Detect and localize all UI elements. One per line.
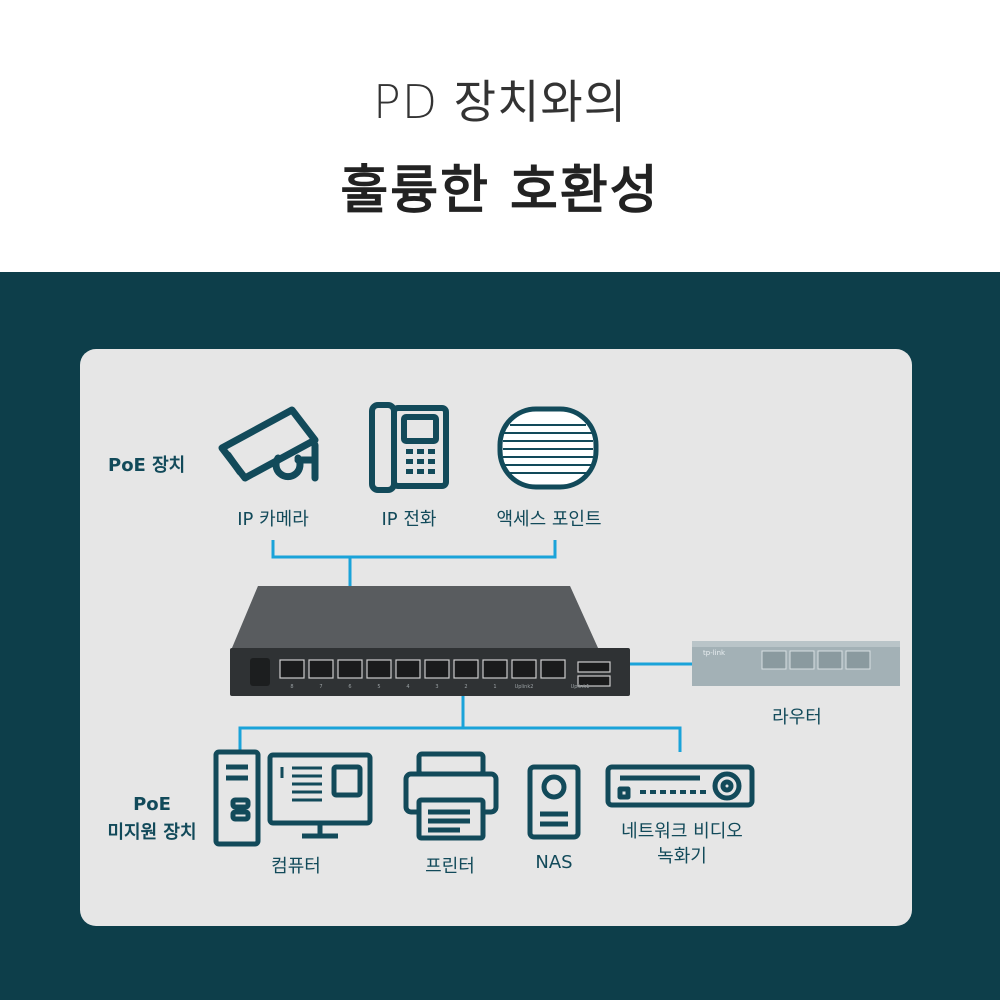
nas-label: NAS bbox=[535, 852, 573, 873]
non-poe-label-line-1: PoE bbox=[133, 794, 171, 815]
port-label-8: 8 bbox=[290, 684, 293, 690]
nvr-icon bbox=[605, 764, 755, 808]
nas-icon bbox=[527, 764, 581, 840]
nvr-label-line-1: 네트워크 비디오 bbox=[621, 821, 743, 842]
computer-icon bbox=[213, 749, 373, 847]
ip-camera-label: IP 카메라 bbox=[237, 509, 309, 530]
port-label-2: 2 bbox=[464, 684, 467, 690]
port-label-uplink1: Uplink1 bbox=[571, 684, 590, 690]
port-label-uplink2: Uplink2 bbox=[515, 684, 534, 690]
printer-icon bbox=[403, 751, 499, 841]
ip-camera-icon bbox=[218, 406, 319, 482]
port-label-1: 1 bbox=[493, 684, 496, 690]
switch-ports bbox=[279, 659, 611, 687]
port-label-7: 7 bbox=[319, 684, 322, 690]
computer-label: 컴퓨터 bbox=[271, 856, 321, 877]
port-label-5: 5 bbox=[377, 684, 380, 690]
non-poe-bus-line bbox=[238, 726, 682, 752]
nvr-label-line-2: 녹화기 bbox=[657, 846, 707, 867]
poe-bus-line bbox=[271, 540, 557, 559]
access-point-label: 액세스 포인트 bbox=[496, 509, 602, 530]
poe-switch: 8 7 6 5 4 3 2 1 Uplink2 Uplink1 bbox=[230, 586, 630, 696]
nvr-indicator-dots bbox=[640, 790, 706, 794]
title-line-2: 훌륭한 호환성 bbox=[340, 161, 660, 221]
port-label-3: 3 bbox=[435, 684, 438, 690]
header: PD 장치와의 훌륭한 호환성 bbox=[0, 0, 1000, 272]
ip-phone-icon bbox=[369, 402, 449, 493]
computer-screen-lines bbox=[280, 766, 322, 802]
port-label-4: 4 bbox=[406, 684, 409, 690]
access-point-icon bbox=[497, 406, 599, 490]
router-label: 라우터 bbox=[772, 707, 822, 728]
ip-phone-keypad bbox=[406, 449, 435, 474]
printer-label: 프린터 bbox=[425, 856, 475, 877]
poe-devices-label: PoE 장치 bbox=[108, 455, 186, 476]
port-label-6: 6 bbox=[348, 684, 351, 690]
ip-phone-label: IP 전화 bbox=[381, 509, 437, 530]
router-brand: tp-link bbox=[703, 649, 726, 657]
title-line-1: PD 장치와의 bbox=[372, 75, 628, 129]
router-device: tp-link bbox=[692, 641, 900, 686]
non-poe-label-line-2: 미지원 장치 bbox=[107, 822, 197, 843]
